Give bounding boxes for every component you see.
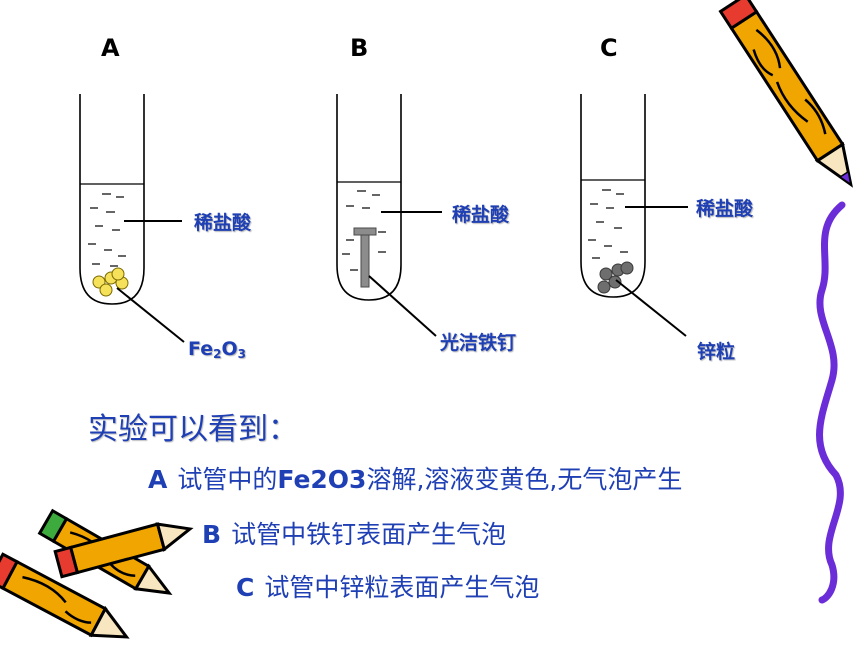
observation-key: C (236, 573, 255, 602)
tube-b-label: B (350, 34, 369, 62)
pencil-icon (0, 508, 194, 639)
fe2o3-particles (92, 267, 129, 297)
squiggle-decoration (816, 201, 846, 604)
observation-text: 试管中的 (177, 465, 278, 494)
observation-line-a: A 试管中的Fe2O3溶解,溶液变黄色,无气泡产生 (148, 460, 682, 496)
formula-o: O (221, 338, 238, 360)
tube-c-label: C (600, 34, 618, 62)
tube-c-solid-label: 锌粒 (697, 341, 736, 363)
pointer-line-c-solid (615, 279, 687, 337)
observation-text: 溶解,溶液变黄色,无气泡产生 (366, 465, 683, 494)
tube-c-liquid-label: 稀盐酸 (696, 198, 754, 220)
observation-line-c: C 试管中锌粒表面产生气泡 (236, 568, 539, 604)
test-tube-a (79, 94, 145, 305)
observation-key: B (202, 520, 222, 549)
tube-a-label: A (101, 34, 120, 62)
tube-a-solid-label: Fe2O3 (188, 338, 246, 361)
pointer-line-b-solid (368, 275, 437, 337)
formula-inline: Fe2O3 (277, 465, 367, 494)
pointer-line-a-solid (116, 287, 185, 343)
formula-sub-3: 3 (237, 347, 246, 361)
observation-key: A (148, 465, 168, 494)
pencil-icon (718, 0, 853, 188)
iron-nail-icon (353, 227, 377, 288)
tube-b-liquid-label: 稀盐酸 (452, 204, 510, 226)
formula-sub-2: 2 (213, 347, 222, 361)
tube-b-solid-label: 光洁铁钉 (440, 332, 517, 354)
observation-line-b: B 试管中铁钉表面产生气泡 (202, 515, 506, 551)
tube-a-liquid-label: 稀盐酸 (194, 212, 252, 234)
observation-text: 试管中铁钉表面产生气泡 (231, 520, 507, 549)
observation-text: 试管中锌粒表面产生气泡 (264, 573, 540, 602)
observation-heading: 实验可以看到： (88, 412, 298, 447)
formula-fe: Fe (188, 338, 214, 360)
test-tube-b (336, 94, 402, 301)
zinc-granules (597, 261, 634, 294)
test-tube-c (580, 94, 646, 298)
